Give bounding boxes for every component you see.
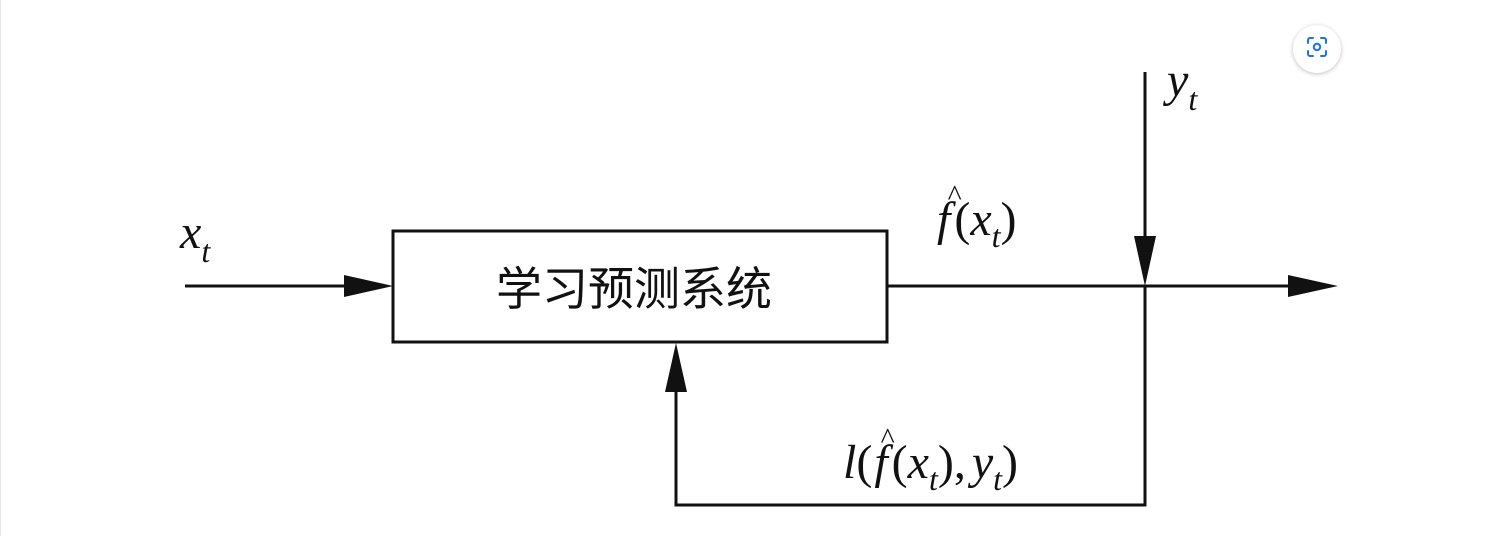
prediction-hat: ^ [947, 179, 962, 212]
loss-label: l(f(xt),yt) [843, 436, 1018, 497]
feedback-loop-line [674, 286, 1147, 507]
loss-hat: ^ [880, 422, 895, 455]
feedback-arrowhead [665, 343, 687, 392]
target-arrowhead [1134, 236, 1156, 286]
visual-search-button[interactable] [1293, 25, 1341, 73]
input-arrowhead [344, 275, 393, 297]
visual-search-icon [1305, 35, 1329, 63]
system-box-label: 学习预测系统 [496, 262, 772, 316]
system-box [391, 229, 889, 344]
target-label: yt [1162, 54, 1198, 117]
page-edge [0, 0, 1, 536]
output-arrowhead [1288, 275, 1338, 297]
input-label: xt [179, 206, 211, 269]
